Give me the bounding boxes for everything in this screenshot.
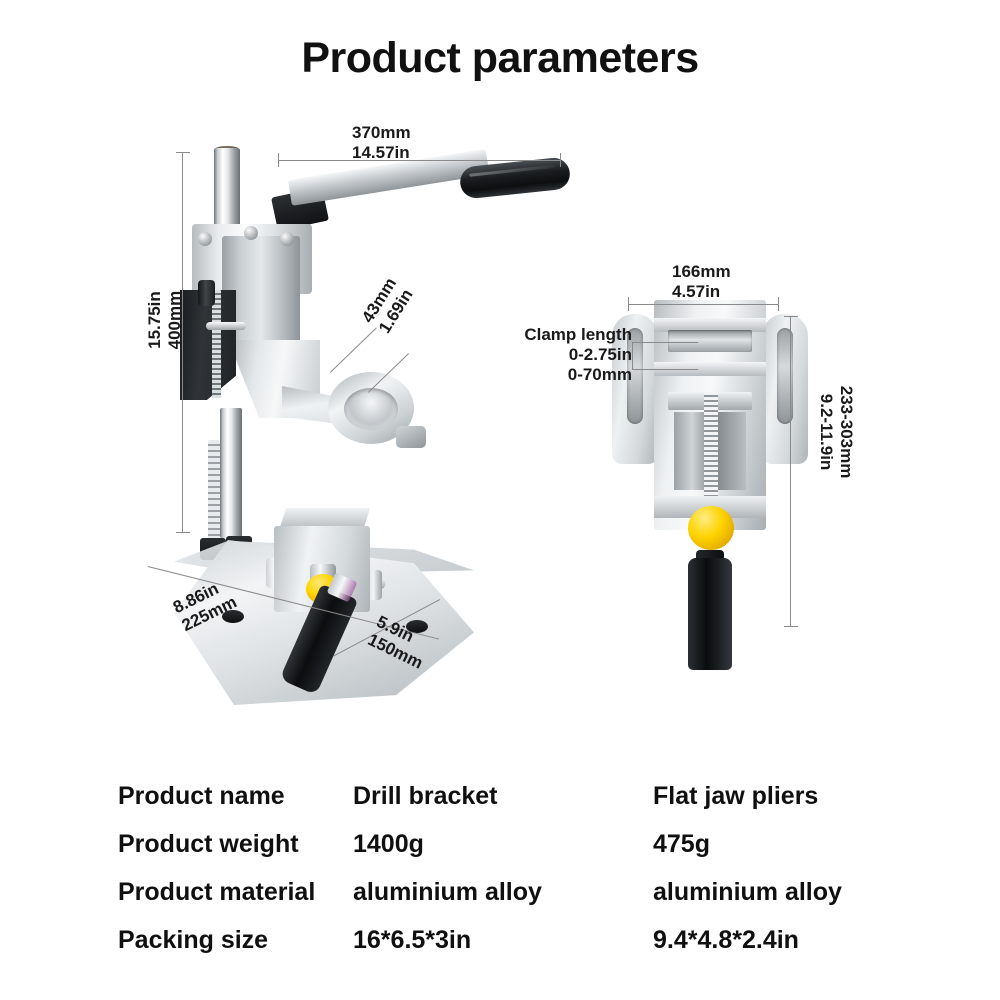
lower-column — [220, 408, 242, 538]
row-value-pliers: aluminium alloy — [653, 878, 842, 906]
spec-table: Product name Drill bracket Flat jaw plie… — [118, 782, 938, 974]
arm-length-tick-right — [560, 153, 561, 167]
clamp-leader-bottom — [632, 369, 698, 370]
vise-band-mid — [654, 362, 766, 376]
vise-height-rule — [790, 316, 791, 626]
vise-width-rule — [628, 304, 778, 305]
table-row: Product material aluminium alloy alumini… — [118, 878, 938, 926]
total-height-rule — [182, 152, 183, 532]
clamp-leader-bracket — [632, 342, 633, 370]
clamp-length-dimension: Clamp length 0-2.75in 0-70mm — [524, 325, 632, 385]
table-row: Packing size 16*6.5*3in 9.4*4.8*2.4in — [118, 926, 938, 974]
base-pad-left — [222, 610, 244, 623]
collar-clamp-bolt — [396, 426, 426, 448]
table-row: Product weight 1400g 475g — [118, 830, 938, 878]
vise-slot-left — [627, 328, 643, 424]
head-bolt-top — [244, 226, 258, 240]
row-value-pliers: Flat jaw pliers — [653, 782, 819, 810]
rack-gear-rail — [208, 440, 220, 550]
arm-length-rule — [278, 160, 560, 161]
table-row: Product name Drill bracket Flat jaw plie… — [118, 782, 938, 830]
row-value-pliers: 475g — [653, 830, 710, 858]
head-bolt-left — [198, 232, 212, 246]
vise-height-tick-top — [784, 316, 798, 317]
head-bolt-right — [280, 232, 294, 246]
base-stud-right — [366, 570, 382, 600]
arm-length-dimension: 370mm 14.57in — [352, 123, 411, 163]
vise-width-tick-right — [778, 297, 779, 311]
row-label: Product name — [118, 782, 285, 810]
row-label: Product weight — [118, 830, 299, 858]
row-value-drill: 16*6.5*3in — [353, 926, 472, 954]
vise-yellow-knob — [688, 506, 734, 550]
depth-stop-pin — [206, 322, 246, 330]
row-label: Product material — [118, 878, 316, 906]
vise-width-dimension: 166mm 4.57in — [672, 262, 731, 302]
row-value-drill: Drill bracket — [353, 782, 498, 810]
vise-handle-grip — [688, 558, 732, 670]
clamp-leader-top — [632, 342, 698, 343]
drill-bracket-image — [170, 140, 572, 720]
depth-scale-strip — [212, 290, 221, 398]
depth-lock-knob — [198, 280, 215, 306]
row-value-drill: 1400g — [353, 830, 424, 858]
row-value-drill: aluminium alloy — [353, 878, 542, 906]
flat-jaw-pliers-image — [612, 300, 812, 680]
vise-width-tick-left — [628, 297, 629, 311]
total-height-dimension: 15.75in 400mm — [144, 290, 184, 350]
drill-collar-bore — [344, 388, 398, 430]
row-label: Packing size — [118, 926, 269, 954]
vise-fixed-jaw — [668, 330, 752, 352]
vise-height-tick-bottom — [784, 626, 798, 627]
depth-gauge-plate — [180, 290, 236, 400]
vise-height-dimension: 233-303mm 9.2-11.9in — [817, 385, 857, 479]
arm-length-tick-left — [278, 153, 279, 167]
vise-band-top — [654, 318, 766, 332]
total-height-tick-top — [176, 152, 190, 153]
total-height-tick-bottom — [176, 532, 190, 533]
base-pad-right — [406, 620, 428, 633]
vise-slot-right — [777, 328, 793, 424]
row-value-pliers: 9.4*4.8*2.4in — [653, 926, 799, 954]
upper-column — [214, 148, 240, 226]
page-title: Product parameters — [301, 34, 699, 82]
